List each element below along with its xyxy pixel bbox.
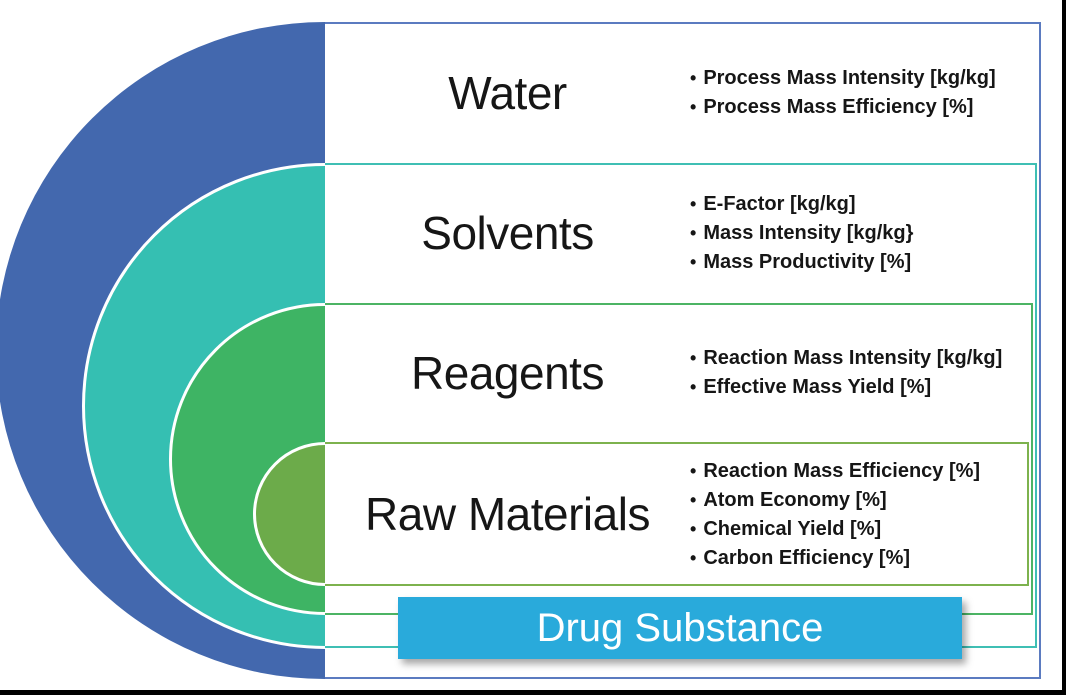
metric-item: • Atom Economy [%] [690,486,1041,514]
metric-item: • Carbon Efficiency [%] [690,544,1041,572]
bullet-icon: • [690,223,697,243]
bullet-icon: • [690,68,697,88]
band-outline-water [325,22,1041,679]
metric-label: Carbon Efficiency [%] [703,546,911,569]
drug-substance-banner: Drug Substance [398,597,962,659]
row-title: Reagents [411,346,604,399]
metrics-row: Raw Materials • Reaction Mass Efficiency … [325,442,1041,586]
row-metrics: • Reaction Mass Intensity [kg/kg] • Effecti… [690,344,1041,401]
metric-item: • Effective Mass Yield [%] [690,373,1041,401]
metric-item: • Chemical Yield [%] [690,515,1041,543]
bullet-icon: • [690,348,697,368]
metric-label: Effective Mass Yield [%] [703,376,932,398]
bullet-icon: • [690,252,697,272]
metric-label: Process Mass Efficiency [%] [703,96,974,118]
bullet-icon: • [690,547,697,568]
metric-item: • Reaction Mass Intensity [kg/kg] [690,344,1041,372]
metric-item: • Reaction Mass Efficiency [%] [690,457,1041,485]
metrics-row: Reagents • Reaction Mass Intensity [kg/kg… [325,303,1041,442]
metric-label: Mass Productivity [%] [703,251,912,273]
bullet-icon: • [690,460,697,481]
metric-label: E-Factor [kg/kg] [703,193,856,215]
metric-label: Mass Intensity [kg/kg} [703,222,914,244]
row-title: Water [448,66,567,119]
row-title: Solvents [421,207,594,259]
bullet-icon: • [690,489,697,510]
metrics-row: Water • Process Mass Intensity [kg/kg] • Pr… [325,22,1041,163]
metric-label: Reaction Mass Efficiency [%] [703,459,981,482]
row-metrics: • Reaction Mass Efficiency [%] • Atom Econo… [690,457,1041,572]
bullet-icon: • [690,194,697,214]
frame-bottom-line [0,690,1066,695]
row-metrics: • E-Factor [kg/kg] • Mass Intensity [kg/kg}… [690,190,1041,276]
bullet-icon: • [690,97,697,117]
metrics-row: Solvents • E-Factor [kg/kg] • Mass Intensit… [325,163,1041,303]
metric-item: • Mass Intensity [kg/kg} [690,219,1041,247]
metric-label: Chemical Yield [%] [703,517,882,540]
bullet-icon: • [690,518,697,539]
metric-item: • Process Mass Intensity [kg/kg] [690,64,1041,92]
frame-right-line [1062,0,1066,695]
band-outline-raw-materials [325,442,1029,586]
metric-item: • Process Mass Efficiency [%] [690,93,1041,121]
metric-item: • E-Factor [kg/kg] [690,190,1041,218]
row-title: Raw Materials [365,488,650,540]
metric-item: • Mass Productivity [%] [690,248,1041,276]
row-metrics: • Process Mass Intensity [kg/kg] • Process … [690,64,1041,121]
bullet-icon: • [690,377,697,397]
metric-label: Process Mass Intensity [kg/kg] [703,67,996,89]
metrics-panel-background [325,0,1066,700]
metric-label: Atom Economy [%] [703,488,887,511]
metric-label: Reaction Mass Intensity [kg/kg] [703,347,1003,369]
